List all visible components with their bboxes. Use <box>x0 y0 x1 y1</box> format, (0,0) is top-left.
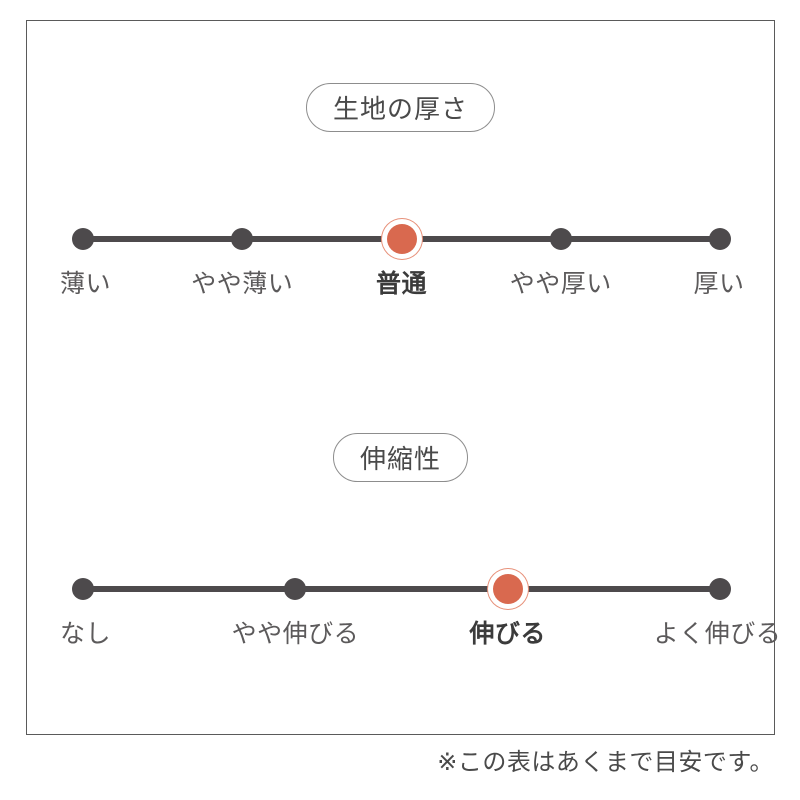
stretch-dot-0[interactable] <box>72 578 94 600</box>
thickness-dot-2[interactable] <box>386 224 417 254</box>
stretch-label-0: なし <box>60 619 112 648</box>
stretch-pill-row: 伸縮性 <box>27 433 774 482</box>
thickness-label-3: やや厚い <box>509 269 612 298</box>
thickness-title-pill: 生地の厚さ <box>305 83 495 132</box>
thickness-label-1: やや薄い <box>191 269 294 298</box>
stretch-track <box>83 586 720 592</box>
section-fabric-thickness: 生地の厚さ 薄い やや薄い 普通 やや厚い 厚い <box>27 83 776 298</box>
thickness-dot-1[interactable] <box>231 228 254 250</box>
thickness-dot-0[interactable] <box>72 228 94 250</box>
stretch-dot-3[interactable] <box>709 578 731 600</box>
thickness-dot-4[interactable] <box>709 228 731 250</box>
stretch-dot-2[interactable] <box>492 574 523 604</box>
stretch-label-3: よく伸びる <box>653 619 782 648</box>
thickness-label-4: 厚い <box>693 269 745 298</box>
thickness-pill-row: 生地の厚さ <box>27 83 774 132</box>
footnote-text: ※この表はあくまで目安です。 <box>437 748 774 776</box>
thickness-label-2: 普通 <box>375 269 428 298</box>
stretch-scale: なし やや伸びる 伸びる よく伸びる <box>27 482 781 648</box>
thickness-dot-3[interactable] <box>549 228 572 250</box>
thickness-label-0: 薄い <box>60 269 112 298</box>
section-stretch: 伸縮性 なし やや伸びる 伸びる よく伸びる <box>27 433 781 648</box>
spec-card: 生地の厚さ 薄い やや薄い 普通 やや厚い 厚い 伸縮性 なし やや伸びる 伸びる よく伸びる <box>26 20 781 735</box>
stretch-dot-1[interactable] <box>284 578 307 600</box>
stretch-title-pill: 伸縮性 <box>332 433 468 482</box>
stretch-label-2: 伸びる <box>469 619 546 648</box>
thickness-scale: 薄い やや薄い 普通 やや厚い 厚い <box>27 132 776 298</box>
stretch-label-1: やや伸びる <box>231 619 360 648</box>
